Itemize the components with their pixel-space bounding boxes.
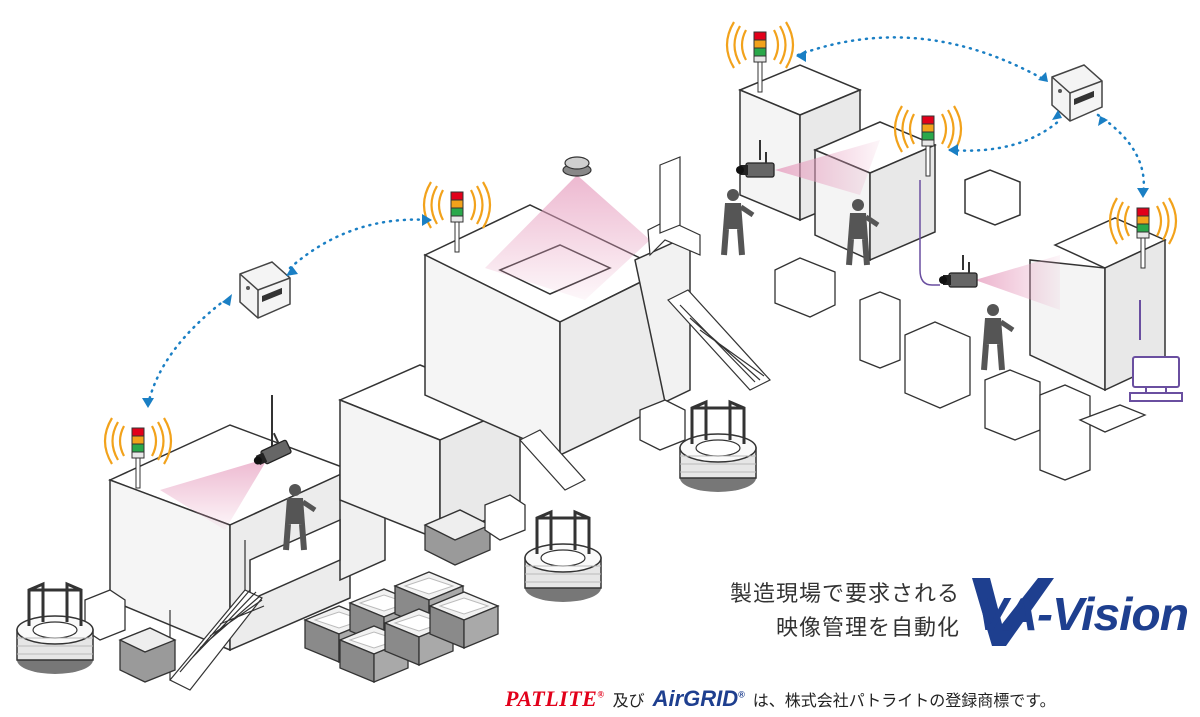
left-machine-group xyxy=(15,395,499,691)
airgrid-receiver-icon xyxy=(1051,64,1103,122)
airgrid-logo: AirGRID® xyxy=(652,686,745,711)
wire-coil xyxy=(678,400,758,494)
wireless-links xyxy=(146,36,1146,407)
va-vision-logo: VA-Vision xyxy=(972,578,1189,646)
center-machine-group xyxy=(338,156,771,604)
camera-view-cone xyxy=(160,458,268,530)
tagline-line-1: 製造現場で要求される xyxy=(729,582,960,607)
tagline: 製造現場で要求される 映像管理を自動化 xyxy=(700,578,960,646)
dome-camera-view xyxy=(485,175,650,300)
camera-view-cone xyxy=(775,140,880,195)
link-arrowheads xyxy=(142,50,1149,408)
monitor-icon xyxy=(1129,300,1183,402)
logo-v-mark xyxy=(972,578,1054,646)
wire-coil xyxy=(15,582,95,676)
camera-icon xyxy=(938,261,978,288)
tagline-line-2: 映像管理を自動化 xyxy=(775,616,960,641)
right-machine-group xyxy=(723,20,1183,481)
worker-figure xyxy=(983,304,1013,370)
logo-text: VA-Vision xyxy=(976,588,1188,640)
patlite-logo: PATLITE® xyxy=(505,686,605,711)
trademark-notice: は、株式会社パトライトの登録商標です。 xyxy=(752,691,1056,710)
camera-view-cone xyxy=(975,255,1060,310)
trademark-footer: PATLITE® 及び AirGRID® は、株式会社パトライトの登録商標です。 xyxy=(505,684,1195,714)
wire-coil xyxy=(523,510,603,604)
trademark-joiner: 及び xyxy=(612,691,645,710)
airgrid-receiver-icon xyxy=(239,261,291,319)
dome-camera-icon xyxy=(562,156,592,177)
